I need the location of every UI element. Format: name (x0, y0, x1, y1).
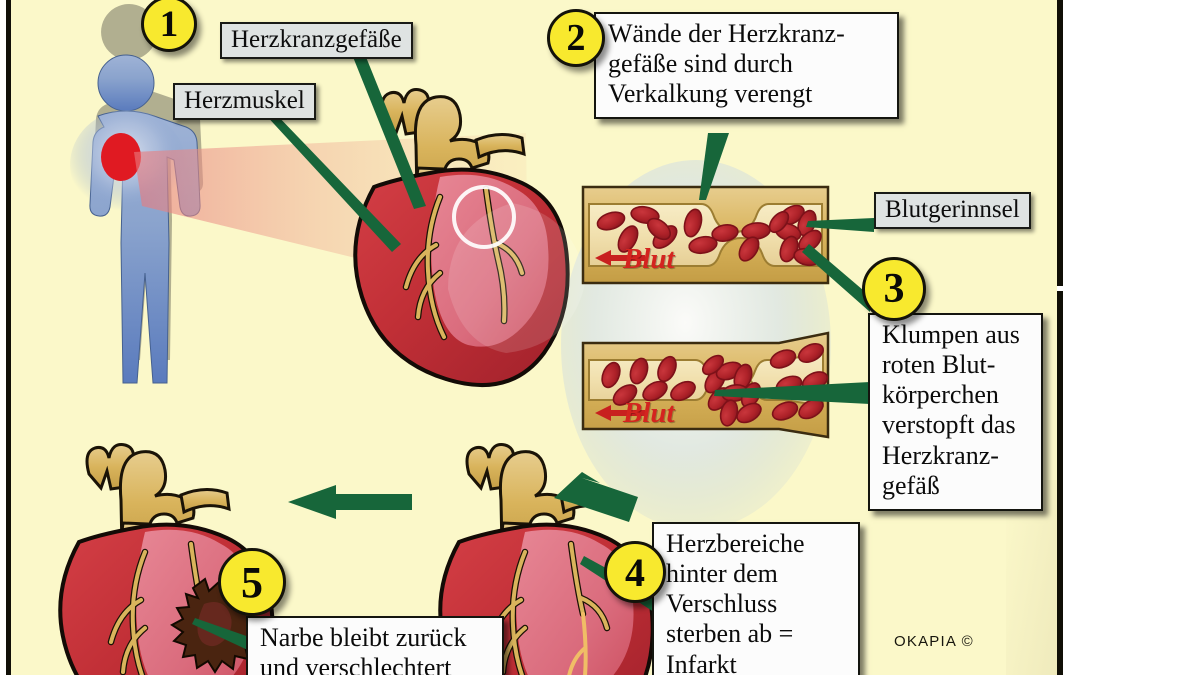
poster-panel: Herzkranzgefäße Herzmuskel Blutgerinnsel… (6, 0, 1063, 675)
poster-right-edge (1057, 0, 1063, 675)
callout-step-4: Herzbereiche hinter dem Verschluss sterb… (652, 522, 860, 675)
step-badge-3-number: 3 (883, 266, 905, 312)
callout-step-2: Wände der Herzkranz- gefäße sind durch V… (594, 12, 899, 120)
step-badge-1: 1 (141, 0, 197, 52)
pointer-step2 (699, 133, 729, 200)
credit-okapia: OKAPIA © (894, 633, 974, 650)
callout-step-3-line-1: Klumpen aus (882, 320, 1020, 349)
step-badge-5: 5 (218, 548, 286, 616)
pointer-step3-lower (714, 382, 870, 404)
blood-flow-arrow (595, 405, 645, 421)
pointer-herzkranzgefaesse (351, 52, 426, 209)
heart-overview-illustration (353, 88, 586, 387)
callout-step-4-line-1: Herzbereiche (666, 529, 805, 558)
blood-flow-arrow (595, 250, 645, 266)
callout-step-5: Narbe bleibt zurück und verschlechtert (246, 616, 504, 675)
pointer-step3-upper (802, 244, 870, 312)
label-herzmuskel: Herzmuskel (173, 83, 316, 120)
callout-step-5-line-2: und verschlechtert (260, 653, 452, 675)
callout-step-3-line-2: roten Blut- (882, 350, 996, 380)
illustration-layer (58, 4, 831, 675)
label-herzkranzgefaesse: Herzkranzgefäße (220, 22, 413, 59)
pointer-lines-layer (192, 52, 874, 652)
callout-step-4-line-2: hinter dem (666, 559, 778, 589)
poster-left-edge (6, 0, 11, 675)
occluded-branch (567, 612, 588, 675)
poster-right-margin (1063, 0, 1200, 675)
callout-step-4-line-5: Infarkt (666, 649, 737, 675)
pointer-step5 (192, 618, 252, 652)
pointer-blutgerinnsel (806, 218, 874, 232)
callout-step-3-line-6: gefäß (882, 470, 940, 500)
vessel-blocked-blut-label: Blut (623, 397, 675, 429)
step-badge-1-number: 1 (159, 3, 179, 45)
step-badge-2-number: 2 (566, 17, 586, 59)
step-badge-5-number: 5 (241, 557, 263, 607)
poster-shading (1006, 480, 1063, 675)
callout-step-3-line-4: verstopft das (882, 410, 1016, 440)
label-herzmuskel-text: Herzmuskel (184, 87, 305, 114)
label-blutgerinnsel: Blutgerinnsel (874, 192, 1031, 229)
progress-arrow-to-infarct-heart (554, 472, 638, 522)
pointer-herzmuskel (263, 112, 401, 252)
vessel-blocked-illustration (581, 331, 830, 439)
callout-step-5-line-1: Narbe bleibt zurück (260, 623, 467, 652)
callout-step-2-line-1: Wände der Herzkranz- (608, 19, 845, 48)
callout-step-3-line-5: Herzkranz- (882, 440, 999, 470)
heart-location-marker (101, 133, 141, 181)
magnifier-highlight-ring (452, 185, 516, 249)
callout-step-4-line-3: Verschluss (666, 589, 778, 619)
callout-step-3-line-3: körperchen (882, 380, 999, 410)
callout-step-2-line-2: gefäße sind durch (608, 49, 793, 79)
step-badge-4: 4 (604, 541, 666, 603)
label-herzkranzgefaesse-text: Herzkranzgefäße (231, 26, 402, 53)
step-badge-4-number: 4 (625, 549, 645, 595)
callout-step-2-line-3: Verkalkung verengt (608, 79, 813, 109)
step-badge-2: 2 (547, 9, 605, 67)
poster-fold-line (1057, 286, 1200, 291)
callout-step-4-line-4: sterben ab = (666, 619, 794, 649)
progress-arrow-left (288, 485, 412, 519)
step-badge-3: 3 (862, 257, 926, 321)
vessel-narrowed-blut-label: Blut (623, 243, 675, 275)
label-blutgerinnsel-text: Blutgerinnsel (885, 196, 1020, 223)
callout-step-3: Klumpen aus roten Blut- körperchen verst… (868, 313, 1043, 511)
